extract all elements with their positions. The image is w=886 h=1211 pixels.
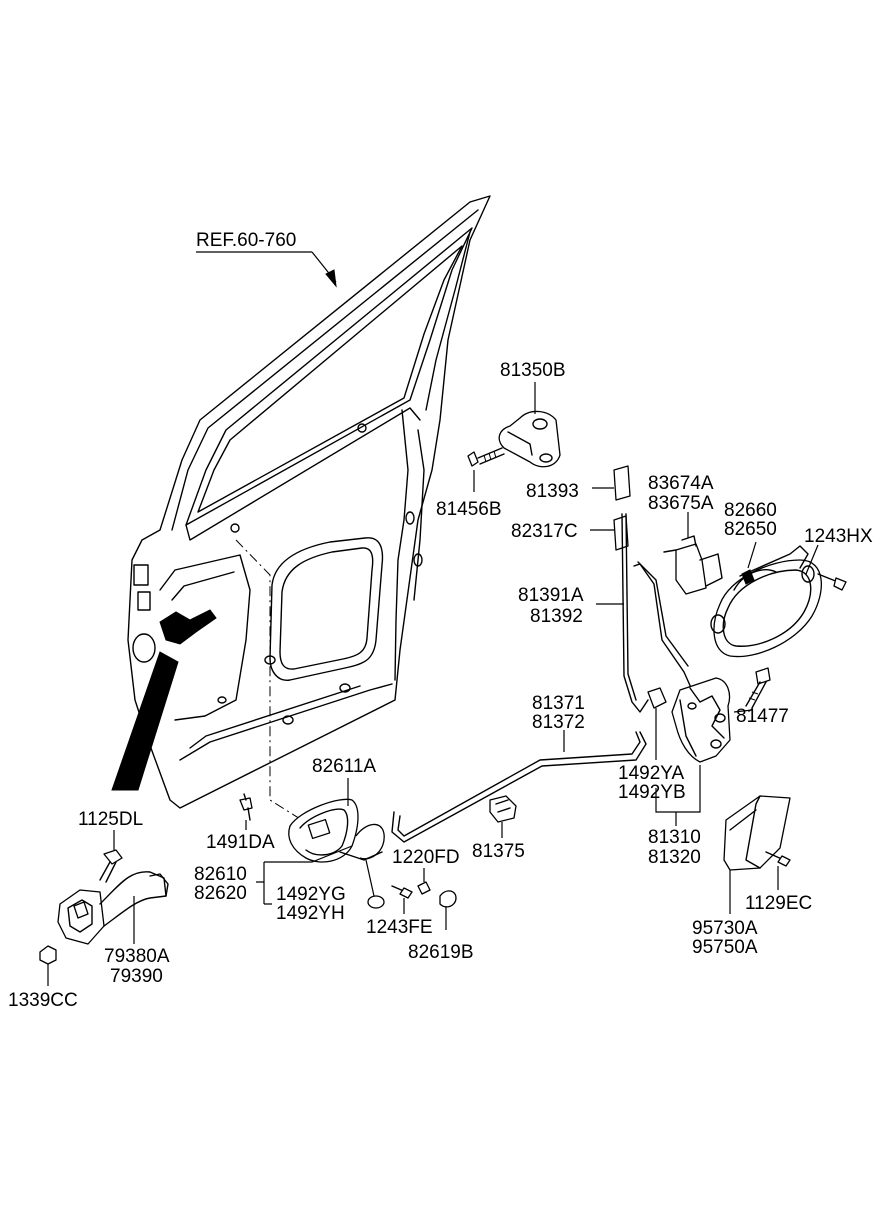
label-1492YG: 1492YG: [276, 884, 346, 905]
label-1243FE: 1243FE: [366, 917, 433, 938]
label-82650: 82650: [724, 519, 777, 540]
part-81350B-striker: [498, 382, 561, 468]
label-1339CC: 1339CC: [8, 990, 78, 1011]
part-81391A-rod: [596, 513, 649, 713]
label-81456B: 81456B: [436, 499, 502, 520]
label-82317C: 82317C: [511, 521, 578, 542]
label-1491DA: 1491DA: [206, 832, 275, 853]
part-81371-rod: [391, 730, 647, 843]
part-79380A-checker: [57, 871, 169, 945]
label-81375: 81375: [472, 841, 525, 862]
part-1220FD-nut: [417, 868, 431, 895]
label-81310: 81310: [648, 827, 701, 848]
part-1243FE-screw: [391, 885, 413, 914]
label-82619B: 82619B: [408, 942, 474, 963]
label-81393: 81393: [526, 481, 579, 502]
part-1125DL-bolt: [99, 830, 123, 883]
guide-line-handle: [235, 539, 306, 823]
label-81371: 81371: [532, 693, 585, 714]
label-83675A: 83675A: [648, 493, 714, 514]
label-81477: 81477: [736, 706, 789, 727]
part-81310-latch: [671, 677, 731, 763]
part-1243HX-screw: [805, 544, 847, 591]
part-81477-bolt: [733, 667, 771, 713]
part-95730A-module: [723, 795, 791, 914]
label-1243HX: 1243HX: [804, 526, 873, 547]
label-1492YH: 1492YH: [276, 903, 345, 924]
label-ref: REF.60-760: [196, 230, 296, 251]
part-1492YA-clip: [647, 687, 667, 760]
part-83674A-connector: [663, 512, 723, 595]
bracket-82610: [256, 845, 353, 905]
label-1125DL: 1125DL: [78, 809, 143, 830]
label-83674A: 83674A: [648, 473, 714, 494]
label-1220FD: 1220FD: [392, 847, 460, 868]
label-82611A: 82611A: [312, 756, 376, 777]
label-79380A: 79380A: [104, 946, 170, 967]
label-79390: 79390: [110, 966, 163, 987]
label-82610: 82610: [194, 864, 247, 885]
part-82660-outside-handle: [710, 541, 822, 658]
part-handle-cable: [633, 563, 693, 691]
part-1129EC-screw: [765, 851, 791, 890]
label-81320: 81320: [648, 847, 701, 868]
part-82611A-inside-handle: [288, 778, 385, 863]
door-panel: [111, 195, 491, 809]
label-1492YA: 1492YA: [618, 763, 685, 784]
part-82619B-cap: [439, 890, 457, 930]
label-81391A: 81391A: [518, 585, 584, 606]
part-1491DA-clip: [239, 793, 253, 830]
label-95750A: 95750A: [692, 937, 758, 958]
part-81393-clip: [592, 465, 631, 501]
label-81350B: 81350B: [500, 360, 566, 381]
label-82620: 82620: [194, 883, 247, 904]
label-81392: 81392: [530, 606, 583, 627]
label-95730A: 95730A: [692, 918, 758, 939]
label-1492YB: 1492YB: [618, 782, 686, 803]
part-1492YG-clip: [365, 859, 385, 909]
label-82660: 82660: [724, 500, 777, 521]
label-1129EC: 1129EC: [745, 893, 812, 914]
label-81372: 81372: [532, 712, 585, 733]
part-81456B-bolt: [467, 447, 505, 492]
ref-callout: REF.60-760: [196, 230, 337, 288]
part-81375-clip: [489, 795, 517, 838]
part-1339CC-nut: [39, 945, 57, 986]
bracket-81310: [655, 765, 701, 813]
